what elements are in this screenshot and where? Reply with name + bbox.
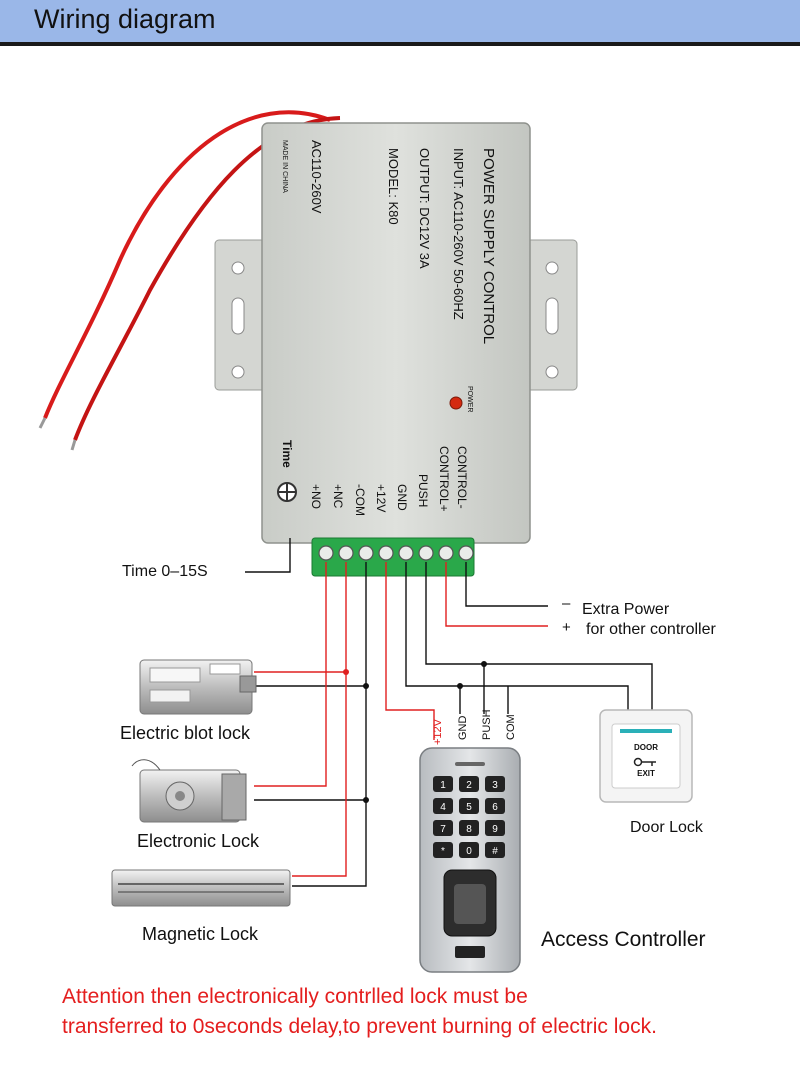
attention-line-2: transferred to 0seconds delay,to prevent… [62, 1015, 657, 1038]
terminal-label-control-plus: CONTROL+ [437, 446, 451, 512]
keypad-key-label: 5 [466, 802, 472, 813]
access-controller-label: Access Controller [541, 928, 706, 951]
extra-power-label: Extra Power [582, 601, 670, 618]
electronic-lock-label: Electronic Lock [137, 831, 260, 851]
keypad-key-label: 1 [440, 780, 446, 791]
keypad-key[interactable]: * [433, 842, 453, 858]
keypad-key[interactable]: 0 [459, 842, 479, 858]
power-supply-unit: POWER SUPPLY CONTROL INPUT: AC110-260V 5… [38, 110, 578, 577]
terminal-block [311, 537, 475, 577]
push-wire [425, 562, 653, 710]
terminal-label-push: PUSH [416, 474, 430, 507]
keypad-key[interactable]: 3 [485, 776, 505, 792]
terminal-label-gnd: GND [395, 484, 409, 511]
nc-wire [292, 562, 347, 877]
keypad-key-label: 3 [492, 780, 498, 791]
keypad-key-label: # [492, 846, 498, 857]
keypad-key-label: * [441, 846, 445, 857]
brand-line: POWER SUPPLY CONTROL [480, 148, 497, 344]
terminal-label-control-minus: CONTROL- [455, 446, 469, 509]
terminal-label-no: +NO [309, 484, 323, 509]
terminal-label-12v: +12V [374, 484, 388, 512]
magnetic-lock [111, 869, 291, 907]
keypad-key[interactable]: 1 [433, 776, 453, 792]
keypad-key-label: 0 [466, 846, 472, 857]
keypad-key-label: 2 [466, 780, 472, 791]
model-spec: MODEL: K80 [386, 148, 401, 225]
keypad-key-label: 6 [492, 802, 498, 813]
header-bar: Wiring diagram [0, 0, 800, 46]
input-spec: INPUT: AC110-260V 50-60HZ [451, 148, 466, 320]
ac-rating: AC110-260V [309, 140, 324, 214]
keypad-grid[interactable]: 1 2 3 4 5 6 7 8 9 * 0 # [433, 776, 505, 858]
keypad-key-label: 8 [466, 824, 472, 835]
door-lock-label: Door Lock [630, 819, 704, 836]
com-bus-wire [292, 562, 367, 887]
extra-minus-sign: – [562, 595, 571, 612]
terminal-label-com: -COM [353, 484, 367, 516]
wire-label-12v: +12V [432, 718, 444, 745]
magnetic-lock-label: Magnetic Lock [142, 924, 259, 944]
exit-exit-label: EXIT [637, 769, 655, 778]
mains-wire-1 [43, 110, 331, 419]
keypad-key[interactable]: 5 [459, 798, 479, 814]
v12-wire [385, 562, 435, 740]
wires [245, 538, 653, 887]
extra-power-plus-wire [445, 562, 548, 627]
extra-plus-sign: + [562, 619, 571, 636]
keypad-key-label: 9 [492, 824, 498, 835]
keypad-key[interactable]: # [485, 842, 505, 858]
keypad-key-label: 4 [440, 802, 446, 813]
keypad-key[interactable]: 4 [433, 798, 453, 814]
power-led [449, 396, 463, 410]
time-label: Time [280, 440, 294, 468]
keypad-key-label: 7 [440, 824, 446, 835]
blot-lock-label: Electric blot lock [120, 723, 251, 743]
keypad-key[interactable]: 6 [485, 798, 505, 814]
terminal-label-nc: +NC [331, 484, 345, 509]
other-controller-label: for other controller [586, 621, 717, 638]
wire-label-com: COM [505, 714, 517, 740]
key-icon [633, 757, 656, 767]
keypad-key[interactable]: 7 [433, 820, 453, 836]
electronic-lock [131, 759, 247, 823]
exit-door-label: DOOR [634, 743, 658, 752]
power-led-label: POWER [466, 386, 473, 412]
electric-blot-lock [139, 659, 257, 715]
attention-line-1: Attention then electronically contrlled … [62, 985, 528, 1008]
wire-label-gnd: GND [457, 716, 469, 741]
keypad-key[interactable]: 8 [459, 820, 479, 836]
made-in-label: MADE IN CHINA [281, 140, 288, 193]
wire-label-push: PUSH [481, 709, 493, 740]
keypad-key[interactable]: 9 [485, 820, 505, 836]
keypad-key[interactable]: 2 [459, 776, 479, 792]
gnd-wire [405, 562, 629, 710]
terminal-screws [318, 545, 474, 561]
no-wire [254, 562, 327, 787]
extra-power-minus-wire [465, 562, 548, 607]
output-spec: OUTPUT: DC12V 3A [417, 148, 432, 269]
exit-button[interactable]: DOOR EXIT [599, 709, 693, 803]
page-title: Wiring diagram [34, 4, 216, 34]
time-callout-line [245, 538, 291, 573]
time-range-label: Time 0–15S [122, 563, 208, 580]
access-controller: 1 2 3 4 5 6 7 8 9 * 0 # [419, 747, 521, 973]
